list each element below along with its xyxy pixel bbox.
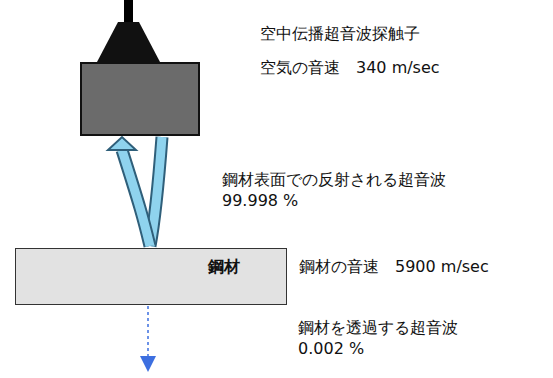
probe-connector [97,22,160,62]
arrowhead [108,137,136,150]
probe-name: 空中伝播超音波探触子 [260,24,420,45]
probe-box: 空中伝播超音波探触子空気の音速 340 m/sec [80,62,200,136]
cable [124,0,133,24]
steel-speed: 鋼材の音速 5900 m/sec [299,257,489,278]
steel-block: 鋼材鋼材の音速 5900 m/sec [15,248,287,305]
transmitted-arrowhead [140,356,156,372]
edge-label: 鋼材表面での反射される超音波 99.998 % [222,170,458,212]
reflected-wave [108,137,150,246]
reflected-wave-body [122,150,150,246]
reflected-wave-outline [122,150,150,246]
steel-name: 鋼材 [208,257,240,278]
air-speed: 空気の音速 340 m/sec [260,58,440,79]
note-label: 鋼材を透過する超音波 0.002 % [298,318,478,360]
